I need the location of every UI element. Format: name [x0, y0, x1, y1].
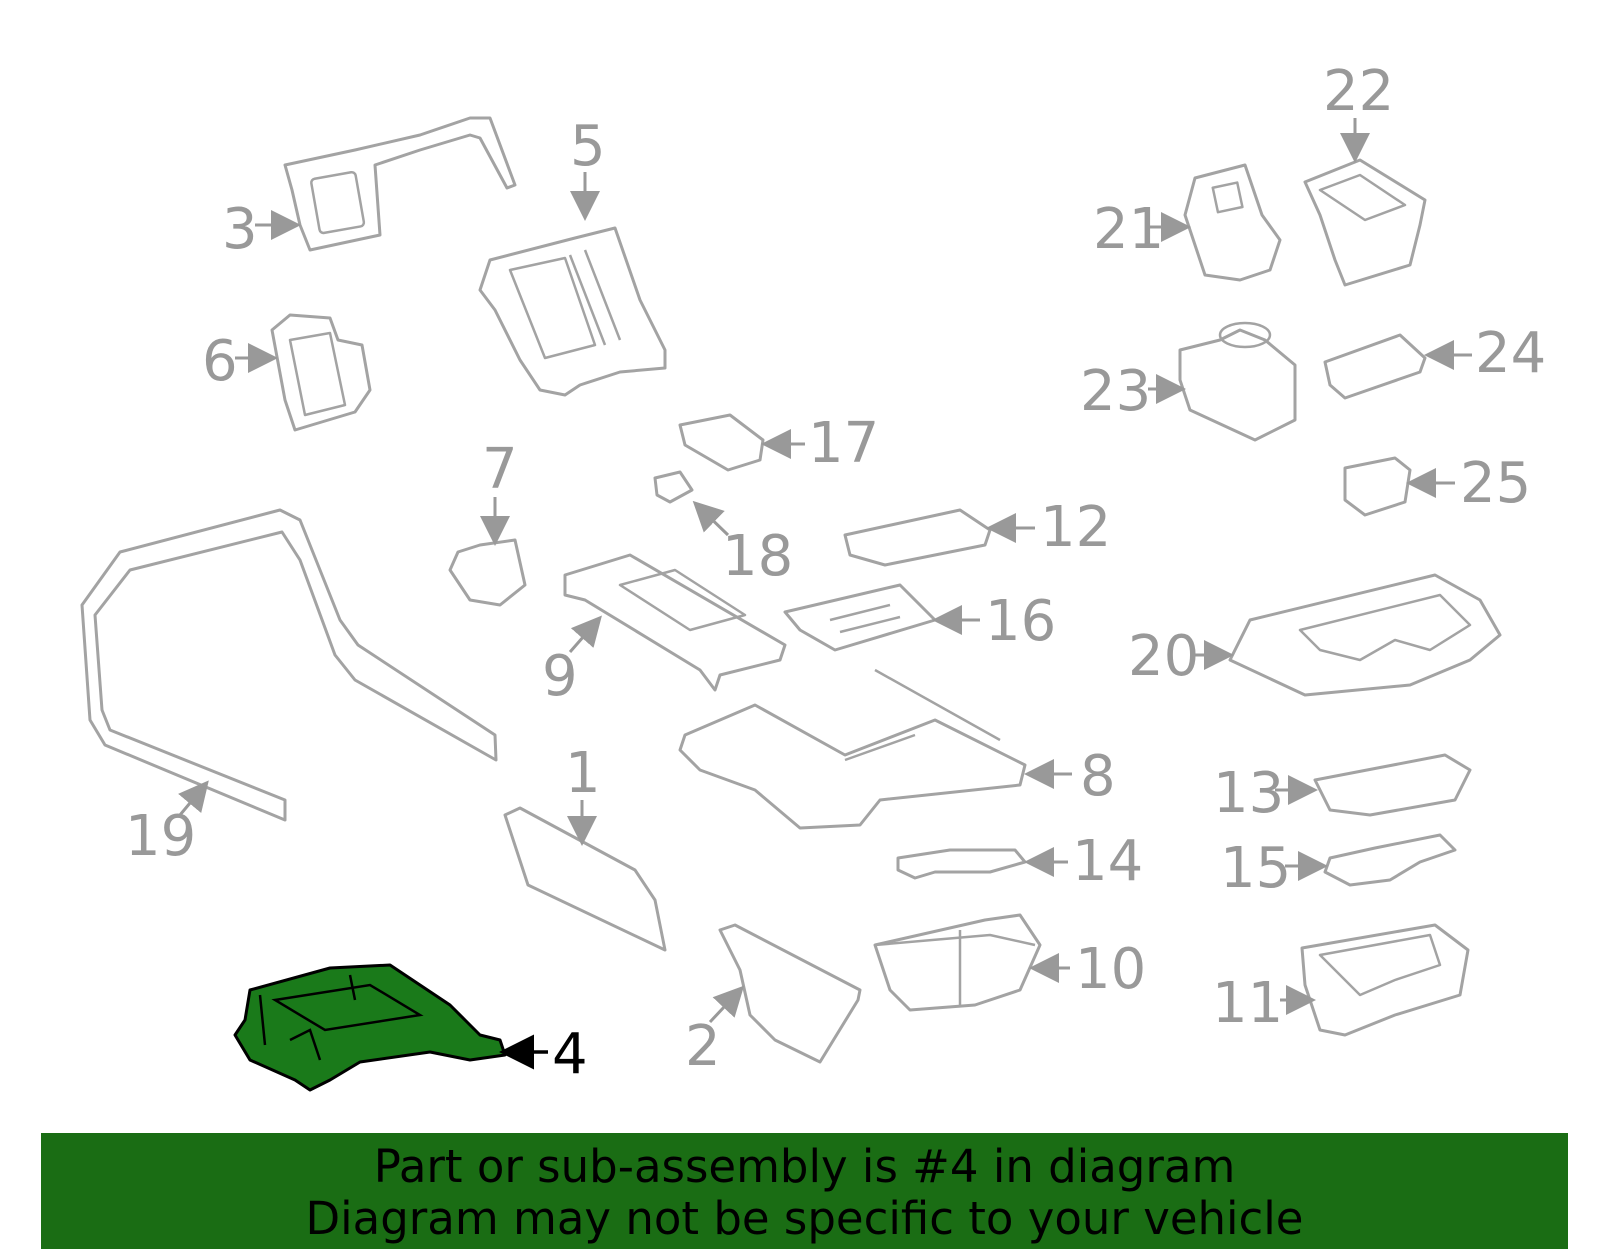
callout-25[interactable]: 25 [1460, 451, 1531, 516]
part-24[interactable] [1323, 333, 1427, 400]
callout-18[interactable]: 18 [722, 524, 793, 589]
callout-17[interactable]: 17 [808, 411, 879, 476]
leader-2 [708, 985, 745, 1024]
part-23[interactable] [1178, 321, 1297, 442]
callout-12[interactable]: 12 [1040, 495, 1111, 560]
callout-8[interactable]: 8 [1080, 744, 1116, 809]
part-15[interactable] [1323, 833, 1457, 887]
banner-line-1: Part or sub-assembly is #4 in diagram [373, 1140, 1236, 1193]
info-banner: Part or sub-assembly is #4 in diagram Di… [41, 1133, 1568, 1249]
callout-9[interactable]: 9 [542, 644, 578, 709]
part-8[interactable] [678, 668, 1027, 830]
part-10[interactable] [873, 913, 1042, 1012]
part-22[interactable] [1303, 158, 1427, 287]
part-21[interactable] [1183, 163, 1282, 282]
part-9[interactable] [563, 553, 787, 692]
part-6[interactable] [270, 313, 372, 432]
callout-5[interactable]: 5 [570, 114, 606, 179]
part-20[interactable] [1228, 573, 1502, 697]
callout-22[interactable]: 22 [1323, 59, 1394, 124]
part-14[interactable] [896, 848, 1027, 880]
callout-2[interactable]: 2 [685, 1014, 721, 1079]
leader-19 [178, 780, 209, 816]
part-5[interactable] [478, 226, 667, 397]
leader-18 [692, 500, 730, 537]
part-18[interactable] [653, 470, 694, 504]
part-3[interactable] [283, 116, 517, 252]
callout-1[interactable]: 1 [565, 741, 601, 806]
part-4-highlighted[interactable] [233, 963, 507, 1092]
callout-4[interactable]: 4 [552, 1022, 588, 1087]
callout-20[interactable]: 20 [1128, 624, 1199, 689]
callout-13[interactable]: 13 [1213, 761, 1284, 826]
part-7[interactable] [448, 538, 527, 607]
banner-line-2: Diagram may not be specific to your vehi… [305, 1192, 1304, 1245]
part-1[interactable] [503, 806, 667, 952]
part-12[interactable] [843, 508, 992, 567]
part-25[interactable] [1343, 456, 1412, 517]
callout-16[interactable]: 16 [985, 589, 1056, 654]
part-2[interactable] [718, 923, 862, 1064]
callout-15[interactable]: 15 [1220, 836, 1291, 901]
callout-10[interactable]: 10 [1075, 937, 1146, 1002]
part-17[interactable] [678, 413, 765, 472]
part-19[interactable] [80, 508, 498, 822]
callout-7[interactable]: 7 [482, 437, 518, 502]
callout-11[interactable]: 11 [1212, 971, 1283, 1036]
part-11[interactable] [1300, 923, 1470, 1037]
callout-14[interactable]: 14 [1072, 829, 1143, 894]
callout-6[interactable]: 6 [202, 329, 238, 394]
callout-23[interactable]: 23 [1080, 359, 1151, 424]
part-16[interactable] [783, 583, 937, 652]
part-13[interactable] [1313, 753, 1472, 817]
callout-24[interactable]: 24 [1475, 321, 1546, 386]
callout-3[interactable]: 3 [222, 197, 258, 262]
leader-9 [568, 615, 602, 653]
callout-19[interactable]: 19 [125, 804, 196, 869]
callout-21[interactable]: 21 [1093, 197, 1164, 262]
